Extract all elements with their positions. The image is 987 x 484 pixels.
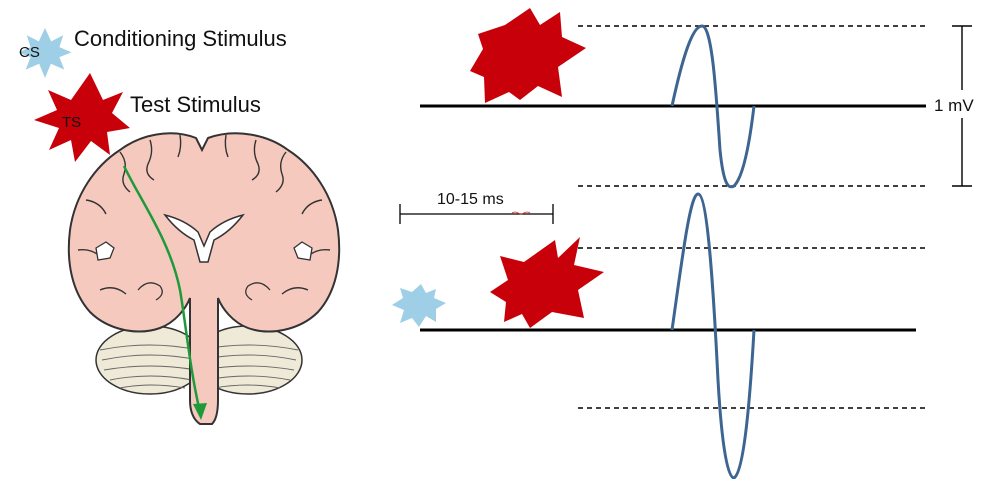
baseline-trace-bottom — [420, 194, 928, 478]
test-stimulus-label: Test Stimulus — [130, 92, 261, 118]
cs-abbreviation-label: CS — [19, 44, 40, 61]
brain-coronal-section-icon — [69, 133, 339, 424]
ts-abbreviation-label: TS — [62, 114, 81, 131]
test-stimulus-icon — [490, 237, 604, 328]
test-stimulus-icon — [470, 8, 586, 103]
amplitude-scale-label: 1 mV — [934, 96, 974, 116]
interval-label: 10-15 ms — [437, 191, 504, 209]
test-stimulus-icon — [34, 73, 130, 162]
conditioning-stimulus-icon — [392, 284, 446, 327]
conditioning-stimulus-label: Conditioning Stimulus — [74, 26, 287, 52]
